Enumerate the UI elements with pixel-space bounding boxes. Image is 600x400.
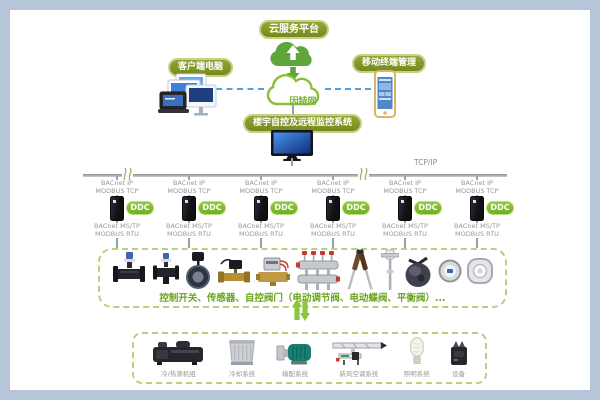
subsystem-label: 冷/热源机组	[161, 370, 196, 378]
subsystem-label: 照明系统	[403, 370, 430, 378]
list-item: 照明系统	[404, 337, 430, 378]
list-item: 设备	[447, 339, 471, 378]
cooling-tower-icon	[225, 338, 259, 366]
air-duct-icon	[331, 339, 387, 366]
list-item: 输配系统	[276, 340, 314, 378]
ddc-controller-icon	[398, 196, 412, 221]
field-devices-box: 控制开关、传感器、自控阀门（电动调节阀、电动蝶阀、平衡阀）...	[98, 248, 507, 308]
ddc-badge: DDC	[126, 201, 154, 215]
three-way-valve-icon	[152, 252, 180, 290]
link-pc-internet	[216, 88, 264, 90]
ddc-controller-icon	[110, 196, 124, 221]
solenoid-valve-icon	[256, 256, 290, 287]
ddc-controller-icon	[326, 196, 340, 221]
device-icon	[447, 339, 471, 366]
butterfly-valve-icon	[185, 251, 211, 291]
subsystem-label: 冷却系统	[229, 370, 256, 378]
up-down-arrows-icon	[291, 298, 311, 322]
subsystem-label: 输配系统	[282, 370, 309, 378]
damper-actuator-icon	[404, 253, 432, 289]
bulb-icon	[409, 337, 425, 366]
ddc-controller-icon	[254, 196, 268, 221]
ddc-badge: DDC	[198, 201, 226, 215]
list-item: 冷却系统	[225, 338, 259, 378]
pressure-gauge-icon	[438, 258, 462, 284]
probe-sensors-icon	[345, 249, 375, 293]
round-sensor-icon	[467, 258, 493, 284]
ddc-controller-icon	[470, 196, 484, 221]
diagram-background: 云服务平台 因特网 客户端电脑	[10, 10, 590, 390]
subsystem-label: 设备	[452, 370, 466, 378]
ddc-badge: DDC	[414, 201, 442, 215]
tcpip-label: TCP/IP	[414, 158, 438, 167]
ddc-badge: DDC	[342, 201, 370, 215]
internet-label: 因特网	[289, 97, 317, 107]
cloud-platform-label: 云服务平台	[259, 20, 329, 39]
chiller-icon	[148, 339, 208, 366]
ddc-badge: DDC	[486, 201, 514, 215]
bms-monitor-icon	[270, 129, 314, 161]
link-internet-mobile	[325, 88, 381, 90]
client-computers-icon	[158, 72, 220, 130]
cloud-upload-icon	[267, 40, 319, 82]
subsystem-label: 新风空调系统	[339, 370, 379, 378]
two-way-valve-icon	[112, 251, 146, 291]
list-item: 冷/热源机组	[148, 339, 208, 378]
connector-cloud-bms	[292, 104, 294, 116]
tcpip-bus-line	[83, 174, 507, 177]
insertion-sensor-icon	[380, 249, 399, 293]
connector-bms-bus	[291, 158, 293, 166]
list-item: 新风空调系统	[331, 339, 387, 378]
ddc-controller-icon	[182, 196, 196, 221]
ddc-badge: DDC	[270, 201, 298, 215]
internet-cloud-icon	[261, 73, 327, 110]
smartphone-icon	[374, 70, 396, 118]
ball-valve-icon	[217, 256, 251, 286]
subsystems-box: 冷/热源机组 冷却系统	[132, 332, 487, 384]
manifold-icon	[295, 249, 340, 293]
pump-icon	[276, 340, 314, 366]
field-devices-caption: 控制开关、传感器、自控阀门（电动调节阀、电动蝶阀、平衡阀）...	[159, 293, 446, 304]
